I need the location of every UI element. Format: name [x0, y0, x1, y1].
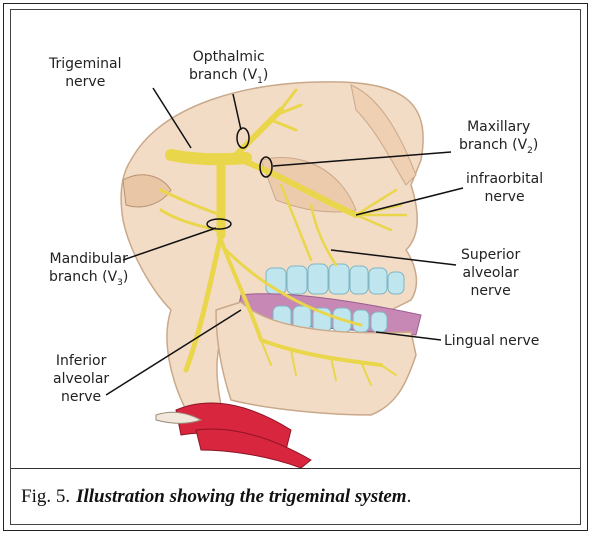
label-text: branch (V	[189, 67, 257, 83]
label-line: Superior	[461, 246, 520, 264]
label-line: nerve	[461, 282, 520, 300]
label-maxillary-branch: Maxillary branch (V2)	[459, 118, 538, 160]
label-text: )	[533, 137, 538, 153]
label-line: Maxillary	[459, 118, 538, 136]
label-line: nerve	[466, 188, 543, 206]
label-trigeminal-nerve: Trigeminal nerve	[49, 55, 122, 91]
label-line: nerve	[53, 388, 109, 406]
label-line: alveolar	[461, 264, 520, 282]
figure-frame: Trigeminal nerve Opthalmic branch (V1) M…	[3, 3, 588, 531]
label-infraorbital-nerve: infraorbital nerve	[466, 170, 543, 206]
label-superior-alveolar-nerve: Superior alveolar nerve	[461, 246, 520, 300]
label-line: branch (V1)	[189, 66, 268, 90]
label-line: infraorbital	[466, 170, 543, 188]
label-line: branch (V3)	[49, 268, 128, 292]
label-line: Mandibular	[49, 250, 128, 268]
label-line: Opthalmic	[189, 48, 268, 66]
figure-inner-border: Trigeminal nerve Opthalmic branch (V1) M…	[10, 9, 581, 525]
label-line: Lingual nerve	[444, 332, 539, 350]
label-lingual-nerve: Lingual nerve	[444, 332, 539, 350]
label-text: branch (V	[49, 269, 117, 285]
label-text: branch (V	[459, 137, 527, 153]
label-text: )	[123, 269, 128, 285]
illustration-area: Trigeminal nerve Opthalmic branch (V1) M…	[11, 10, 580, 468]
label-inferior-alveolar-nerve: Inferior alveolar nerve	[53, 352, 109, 406]
label-line: branch (V2)	[459, 136, 538, 160]
label-line: nerve	[49, 73, 122, 91]
label-line: alveolar	[53, 370, 109, 388]
label-line: Inferior	[53, 352, 109, 370]
label-mandibular-branch: Mandibular branch (V3)	[49, 250, 128, 292]
caption-period: .	[407, 486, 412, 508]
caption-text: Illustration showing the trigeminal syst…	[76, 486, 406, 508]
caption-label: Fig. 5.	[21, 486, 70, 508]
label-text: )	[263, 67, 268, 83]
label-line: Trigeminal	[49, 55, 122, 73]
label-ophthalmic-branch: Opthalmic branch (V1)	[189, 48, 268, 90]
figure-caption: Fig. 5. Illustration showing the trigemi…	[11, 468, 580, 524]
neck-muscle	[176, 403, 311, 468]
